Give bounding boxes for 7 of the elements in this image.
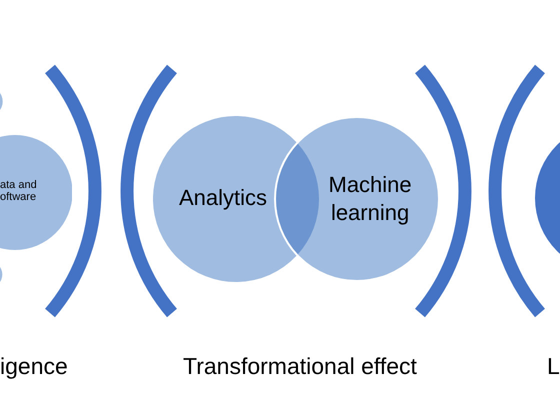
section-label: igence: [0, 352, 68, 380]
section-label: L: [547, 352, 560, 380]
circle-label: Analytics: [179, 184, 268, 212]
venn-circle: [274, 116, 440, 282]
circle-label: ata and oftware: [0, 179, 38, 203]
circle-label: Machine learning: [328, 171, 412, 227]
section-label: Transformational effect: [183, 352, 417, 380]
